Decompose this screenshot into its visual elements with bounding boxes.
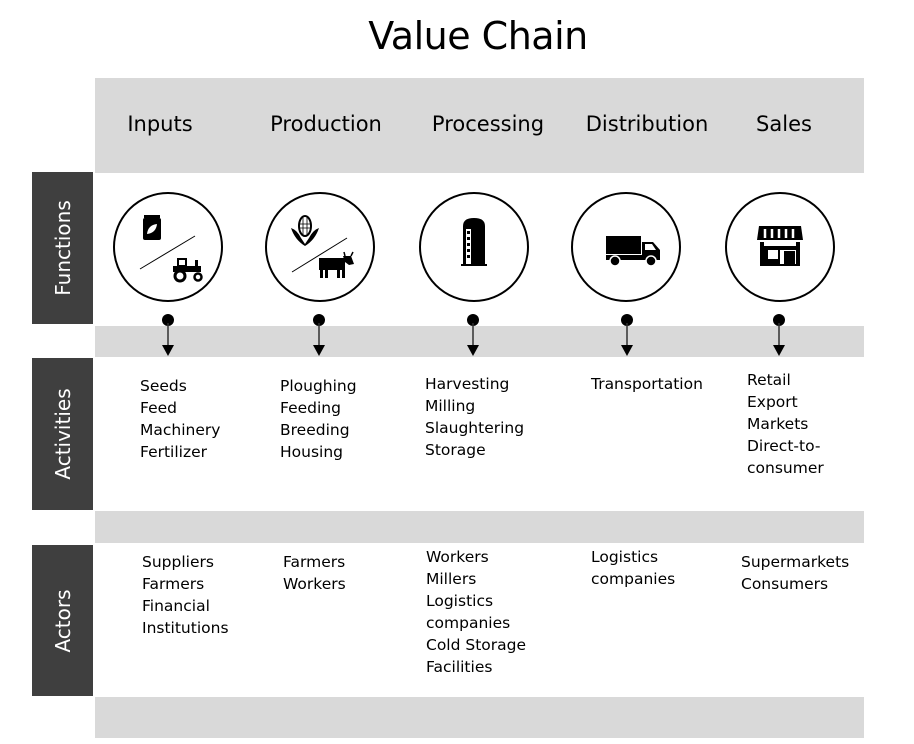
function-circle-production (265, 192, 375, 302)
actor-item: Logistics (591, 548, 659, 566)
activity-item: Seeds (140, 377, 187, 395)
divider-slash (139, 235, 196, 270)
silo-icon (461, 218, 487, 266)
corn-icon (291, 215, 319, 246)
activity-item: Ploughing (280, 377, 357, 395)
activity-item: Retail (747, 371, 791, 389)
function-circle-distribution (571, 192, 681, 302)
cow-icon (319, 251, 354, 278)
divider-slash (291, 237, 348, 273)
activities-sales: Retail Export Markets Direct-to- consume… (747, 369, 824, 479)
actor-item: Cold Storage (426, 636, 527, 654)
connector-arrow-inputs (162, 314, 174, 356)
actors-distribution: Logistics companies (591, 546, 675, 590)
activities-distribution: Transportation (591, 373, 703, 395)
row-label-activities: Activities (32, 358, 93, 510)
activity-item: Direct-to- (747, 437, 821, 455)
activity-item: Transportation (591, 375, 703, 393)
activities-processing: Harvesting Milling Slaughtering Storage (425, 373, 524, 461)
activity-item: Markets (747, 415, 809, 433)
stage-header-distribution: Distribution (585, 112, 709, 136)
actor-item: Workers (426, 548, 489, 566)
connector-arrow-processing (467, 314, 479, 356)
activity-item: Slaughtering (425, 419, 525, 437)
actor-item: Logistics (426, 592, 494, 610)
activity-item: consumer (747, 459, 824, 477)
stage-header-sales: Sales (756, 112, 812, 136)
actors-production: Farmers Workers (283, 551, 346, 595)
footer-band (95, 697, 864, 738)
row-label-functions: Functions (32, 172, 93, 324)
activity-item: Housing (280, 443, 344, 461)
diagram-title: Value Chain (368, 14, 588, 58)
stage-header-processing: Processing (431, 112, 545, 136)
function-circle-sales (725, 192, 835, 302)
stage-header-production: Production (270, 112, 382, 136)
activity-item: Breeding (280, 421, 350, 439)
activity-item: Machinery (140, 421, 221, 439)
activity-item: Feed (140, 399, 177, 417)
actor-item: Farmers (142, 575, 205, 593)
actor-item: Consumers (741, 575, 829, 593)
actor-item: Farmers (283, 553, 346, 571)
activity-item: Feeding (280, 399, 341, 417)
actor-item: companies (591, 570, 676, 588)
activities-production: Ploughing Feeding Breeding Housing (280, 375, 357, 463)
truck-icon (606, 236, 660, 267)
actor-item: Workers (283, 575, 346, 593)
actor-item: Institutions (142, 619, 229, 637)
actor-item: Facilities (426, 658, 493, 676)
actors-inputs: Suppliers Farmers Financial Institutions (142, 551, 229, 639)
actors-processing: Workers Millers Logistics companies Cold… (426, 546, 526, 678)
activities-inputs: Seeds Feed Machinery Fertilizer (140, 375, 220, 463)
actor-item: Supermarkets (741, 553, 850, 571)
activity-item: Harvesting (425, 375, 510, 393)
actor-item: companies (426, 614, 511, 632)
row-label-functions-text: Functions (50, 200, 75, 296)
connector-arrow-production (313, 314, 325, 356)
divider-band-2 (95, 511, 864, 543)
actor-item: Millers (426, 570, 477, 588)
row-label-activities-text: Activities (50, 388, 75, 480)
seed-bag-icon (143, 215, 161, 240)
stage-header-inputs: Inputs (127, 112, 193, 136)
activity-item: Storage (425, 441, 486, 459)
actor-item: Financial (142, 597, 210, 615)
activity-item: Export (747, 393, 798, 411)
row-label-actors-text: Actors (50, 588, 75, 653)
activity-item: Milling (425, 397, 476, 415)
connector-arrow-sales (773, 314, 785, 356)
storefront-icon (757, 226, 803, 266)
connector-arrow-distribution (621, 314, 633, 356)
divider-band-1 (95, 326, 864, 357)
row-label-actors: Actors (32, 545, 93, 696)
tractor-icon (173, 258, 203, 283)
header-band (95, 78, 864, 173)
function-circle-processing (419, 192, 529, 302)
function-circle-inputs (113, 192, 223, 302)
activity-item: Fertilizer (140, 443, 208, 461)
actors-sales: Supermarkets Consumers (741, 551, 849, 595)
actor-item: Suppliers (142, 553, 214, 571)
